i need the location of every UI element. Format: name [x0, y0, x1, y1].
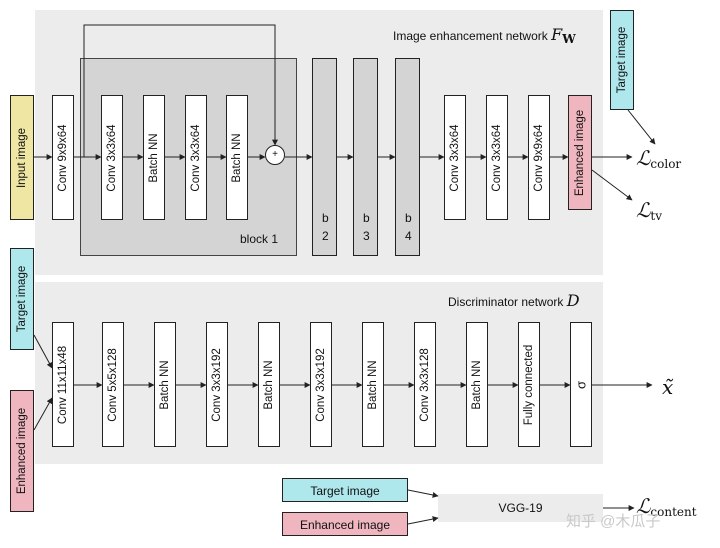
loss-tv-symbol: ℒ: [636, 198, 651, 222]
enhanced-image-left: Enhanced image: [10, 390, 34, 512]
block-b2-b: b: [322, 211, 329, 225]
discriminator-math: D: [566, 291, 580, 310]
input-image: Input image: [10, 95, 34, 220]
loss-tv-sub: tv: [650, 209, 663, 223]
loss-tv: ℒtv: [636, 198, 662, 223]
loss-color: ℒcolor: [636, 146, 681, 171]
vgg-19-label: VGG-19: [498, 501, 543, 515]
loss-color-sub: color: [650, 157, 682, 171]
block-b3-n: 3: [363, 229, 370, 243]
block-b2-n: 2: [322, 229, 329, 243]
enhancement-title-text: Image enhancement network: [393, 29, 548, 43]
loss-content-symbol: ℒ: [636, 494, 651, 518]
vgg-19-block: VGG-19: [438, 494, 603, 522]
enhanced-image-output: Enhanced image: [568, 95, 592, 210]
enhanced-image-bottom-label: Enhanced image: [299, 518, 391, 532]
disc-output: x̃: [662, 375, 674, 399]
add-symbol: +: [272, 149, 278, 160]
enhancement-math-sub: W: [562, 32, 576, 46]
enhancement-math: F: [551, 25, 563, 44]
target-image-top: Target image: [610, 10, 634, 110]
block-b4-b: b: [405, 211, 412, 225]
loss-color-symbol: ℒ: [636, 146, 651, 170]
disc-layer-0: Conv 11x11x48: [52, 322, 74, 447]
enhancement-title: Image enhancement network FW: [393, 25, 576, 46]
block-b4-n: 4: [405, 229, 412, 243]
discriminator-title-text: Discriminator network: [448, 295, 564, 309]
block1-label: block 1: [240, 232, 279, 246]
watermark: 知乎 @木瓜子: [566, 513, 661, 530]
loss-content: ℒcontent: [636, 494, 697, 519]
block-b3-b: b: [363, 211, 370, 225]
discriminator-title: Discriminator network D: [448, 291, 580, 310]
target-image-left: Target image: [10, 248, 34, 350]
loss-content-sub: content: [650, 505, 697, 519]
target-image-bottom: Target image: [282, 478, 408, 502]
target-image-bottom-label: Target image: [310, 484, 380, 498]
enhanced-image-bottom: Enhanced image: [282, 512, 408, 536]
